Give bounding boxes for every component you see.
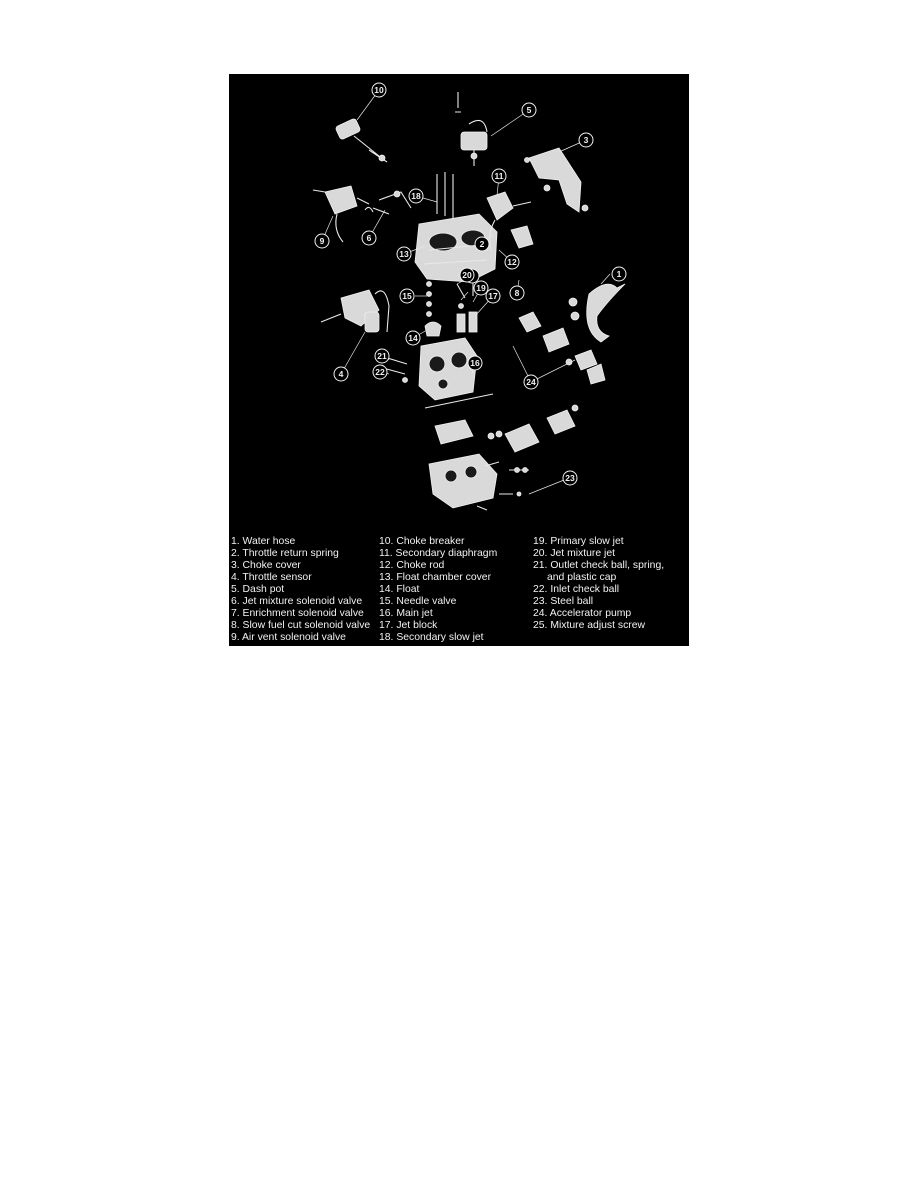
legend-item: 10. Choke breaker [379, 536, 465, 547]
legend-item: 6. Jet mixture solenoid valve [231, 596, 363, 607]
callout-label: 16 [470, 358, 480, 368]
legend-column-3: 19. Primary slow jet 20. Jet mixture jet… [533, 536, 689, 632]
legend-item: 5. Dash pot [231, 584, 285, 595]
callout-label: 15 [402, 291, 412, 301]
callout-label: 20 [462, 270, 472, 280]
leader-lines [321, 89, 611, 495]
callout-label: 1 [617, 269, 622, 279]
callout-13: 13 [396, 246, 412, 262]
callout-23: 23 [562, 470, 578, 486]
callout-label: 14 [408, 333, 418, 343]
callout-12: 12 [504, 254, 520, 270]
callout-label: 2 [480, 239, 485, 249]
callout-8: 8 [509, 285, 525, 301]
needle-valve-part [426, 281, 432, 317]
legend-item: 2. Throttle return spring [231, 548, 339, 559]
dash-pot-part [455, 92, 488, 166]
callout-5: 5 [521, 102, 537, 118]
callout-label: 13 [399, 249, 409, 259]
throttle-sensor-part [320, 289, 390, 333]
main-body-part [418, 337, 478, 401]
choke-breaker-part [335, 118, 388, 163]
water-hose-part [568, 283, 626, 343]
legend-item: 21. Outlet check ball, spring, [533, 560, 665, 571]
callout-20: 20 [459, 267, 475, 283]
callout-19: 19 [473, 280, 489, 296]
callout-16: 16 [467, 355, 483, 371]
callout-label: 10 [374, 85, 384, 95]
callout-markers: 105311189613212781152019171416212242423 [314, 82, 627, 486]
jet-mixture-solenoid-part [372, 190, 412, 215]
legend-column-2: 10. Choke breaker 11. Secondary diaphrag… [379, 536, 535, 644]
legend-item: 3. Choke cover [231, 560, 301, 571]
callout-label: 23 [565, 473, 575, 483]
legend-item: 16. Main jet [379, 608, 433, 619]
callout-18: 18 [408, 188, 424, 204]
choke-cover-part [524, 147, 589, 213]
callout-label: 6 [367, 233, 372, 243]
callout-label: 24 [526, 377, 536, 387]
callout-label: 11 [495, 171, 504, 181]
callout-label: 19 [476, 283, 486, 293]
base-and-linkage-part [424, 393, 579, 511]
legend-item: 1. Water hose [231, 536, 296, 547]
legend-item: 8. Slow fuel cut solenoid valve [231, 620, 371, 631]
legend-item: 25. Mixture adjust screw [533, 620, 646, 631]
callout-label: 8 [515, 288, 520, 298]
callout-21: 21 [374, 348, 390, 364]
legend-item: 22. Inlet check ball [533, 584, 620, 595]
legend-item: 11. Secondary diaphragm [379, 548, 498, 559]
legend-item: 9. Air vent solenoid valve [231, 632, 346, 643]
air-vent-solenoid-part [312, 185, 374, 243]
callout-17: 17 [485, 288, 501, 304]
legend-item: 18. Secondary slow jet [379, 632, 484, 643]
callout-label: 5 [527, 105, 532, 115]
parts-legend: 1. Water hose 2. Throttle return spring … [229, 536, 689, 646]
legend-item: 7. Enrichment solenoid valve [231, 608, 364, 619]
carburetor-exploded-diagram: 105311189613212781152019171416212242423 [312, 82, 627, 511]
exploded-view-figure: 105311189613212781152019171416212242423 … [229, 74, 689, 646]
legend-item: 23. Steel ball [533, 596, 594, 607]
legend-item: 17. Jet block [379, 620, 438, 631]
callout-label: 17 [488, 291, 498, 301]
legend-item-continuation: and plastic cap [547, 572, 617, 583]
callout-14: 14 [405, 330, 421, 346]
callout-label: 9 [320, 236, 325, 246]
callout-1: 1 [611, 266, 627, 282]
legend-item: 13. Float chamber cover [379, 572, 492, 583]
callout-label: 22 [375, 367, 385, 377]
callout-24: 24 [523, 374, 539, 390]
callout-22: 22 [372, 364, 388, 380]
callout-label: 21 [377, 351, 387, 361]
legend-item: 15. Needle valve [379, 596, 457, 607]
callout-6: 6 [361, 230, 377, 246]
callout-label: 18 [411, 191, 421, 201]
callout-2: 2 [474, 236, 490, 252]
legend-item: 14. Float [379, 584, 420, 595]
secondary-diaphragm-part [486, 191, 534, 251]
jet-block-part [456, 280, 478, 333]
legend-item: 4. Throttle sensor [231, 572, 312, 583]
callout-3: 3 [578, 132, 594, 148]
callout-label: 4 [339, 369, 344, 379]
legend-column-1: 1. Water hose 2. Throttle return spring … [231, 536, 381, 644]
callout-11: 11 [491, 168, 507, 184]
legend-item: 19. Primary slow jet [533, 536, 624, 547]
accelerator-pump-part [518, 311, 606, 385]
legend-item: 24. Accelerator pump [533, 608, 632, 619]
callout-label: 12 [507, 257, 517, 267]
callout-15: 15 [399, 288, 415, 304]
callout-label: 3 [584, 135, 589, 145]
callout-4: 4 [333, 366, 349, 382]
float-chamber-cover-part [414, 213, 498, 283]
legend-item: 20. Jet mixture jet [533, 548, 616, 559]
legend-item: 12. Choke rod [379, 560, 445, 571]
float-part [424, 321, 442, 337]
callout-9: 9 [314, 233, 330, 249]
callout-10: 10 [371, 82, 387, 98]
